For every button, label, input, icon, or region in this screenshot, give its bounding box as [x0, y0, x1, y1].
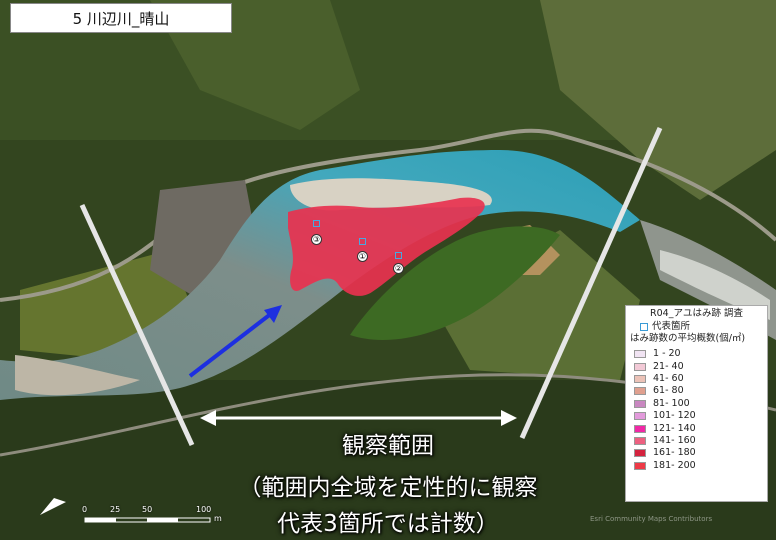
- legend-swatch: [634, 399, 646, 408]
- scale-bar-segment: [85, 518, 116, 522]
- scale-bar-segment: [147, 518, 178, 522]
- site-box-3: [313, 220, 320, 227]
- fields-south-bank: [430, 230, 640, 380]
- legend-swatch: [634, 461, 646, 470]
- scale-label: 25: [110, 505, 121, 514]
- range-boundary-east: [519, 126, 663, 440]
- caption-line-1: 観察範囲: [342, 433, 434, 459]
- legend-representative: 代表箇所: [630, 321, 763, 333]
- legend-class-label: 61- 80: [653, 385, 684, 397]
- scale-unit: m: [214, 514, 222, 523]
- site-box-2: [395, 252, 402, 259]
- legend-title: R04_アユはみ跡 調査: [650, 308, 743, 319]
- legend-class-label: 121- 140: [653, 422, 696, 434]
- square-icon: [640, 323, 648, 331]
- legend-class-label: 141- 160: [653, 434, 696, 446]
- site-box-1: [359, 238, 366, 245]
- legend-class-item: 1 - 20: [630, 348, 763, 360]
- site-marker-2[interactable]: ②: [393, 263, 404, 274]
- legend-class-label: 1 - 20: [653, 348, 681, 360]
- legend-swatch: [634, 362, 646, 371]
- legend-class-label: 101- 120: [653, 410, 696, 422]
- legend-swatch: [634, 387, 646, 396]
- flow-direction-arrow: [188, 311, 274, 378]
- map-title: 5 川辺川_晴山: [10, 3, 232, 33]
- site-marker-3[interactable]: ③: [311, 234, 322, 245]
- legend-class-item: 141- 160: [630, 435, 763, 447]
- legend-swatch: [634, 424, 646, 433]
- range-arrowhead-left: [200, 410, 216, 426]
- legend-swatch: [634, 412, 646, 421]
- legend-class-item: 121- 140: [630, 422, 763, 434]
- vegetated-island: [350, 226, 560, 340]
- legend-swatch: [634, 374, 646, 383]
- legend-class-label: 161- 180: [653, 447, 696, 459]
- site-marker-1[interactable]: ①: [357, 251, 368, 262]
- legend-class-label: 181- 200: [653, 459, 696, 471]
- range-boundary-west: [79, 203, 195, 447]
- scale-label: 100: [196, 505, 212, 514]
- legend-class-item: 81- 100: [630, 398, 763, 410]
- sandbar-west: [15, 355, 140, 396]
- range-arrowhead-right: [501, 410, 517, 426]
- legend-swatch: [634, 449, 646, 458]
- farm-fields-northeast: [540, 0, 776, 200]
- flow-arrowhead: [264, 305, 282, 323]
- caption-line-3: 代表3箇所では計数）: [277, 511, 499, 537]
- scale-label: 0: [82, 505, 88, 514]
- road-north: [0, 128, 776, 302]
- caption-line-2: （範囲内全域を定性的に観察: [238, 475, 538, 501]
- north-arrow-icon: [40, 498, 66, 515]
- legend-class-item: 21- 40: [630, 360, 763, 372]
- legend-class-item: 181- 200: [630, 460, 763, 472]
- legend-class-label: 81- 100: [653, 397, 690, 409]
- scale-label: 50: [142, 505, 153, 514]
- legend-swatch: [634, 350, 646, 359]
- legend-class-label: 21- 40: [653, 360, 684, 372]
- survey-area[interactable]: [288, 197, 485, 296]
- legend-class-item: 61- 80: [630, 385, 763, 397]
- map-attribution: Esri Community Maps Contributors: [590, 515, 713, 523]
- legend-class-item: 101- 120: [630, 410, 763, 422]
- legend-class-item: 161- 180: [630, 447, 763, 459]
- legend-subtitle: はみ跡数の平均概数(個/㎡): [630, 333, 746, 344]
- legend-swatch: [634, 436, 646, 445]
- legend-representative-label: 代表箇所: [652, 321, 691, 332]
- gravel-bar-east: [660, 250, 770, 320]
- legend-class-label: 41- 60: [653, 372, 684, 384]
- legend-class-item: 41- 60: [630, 373, 763, 385]
